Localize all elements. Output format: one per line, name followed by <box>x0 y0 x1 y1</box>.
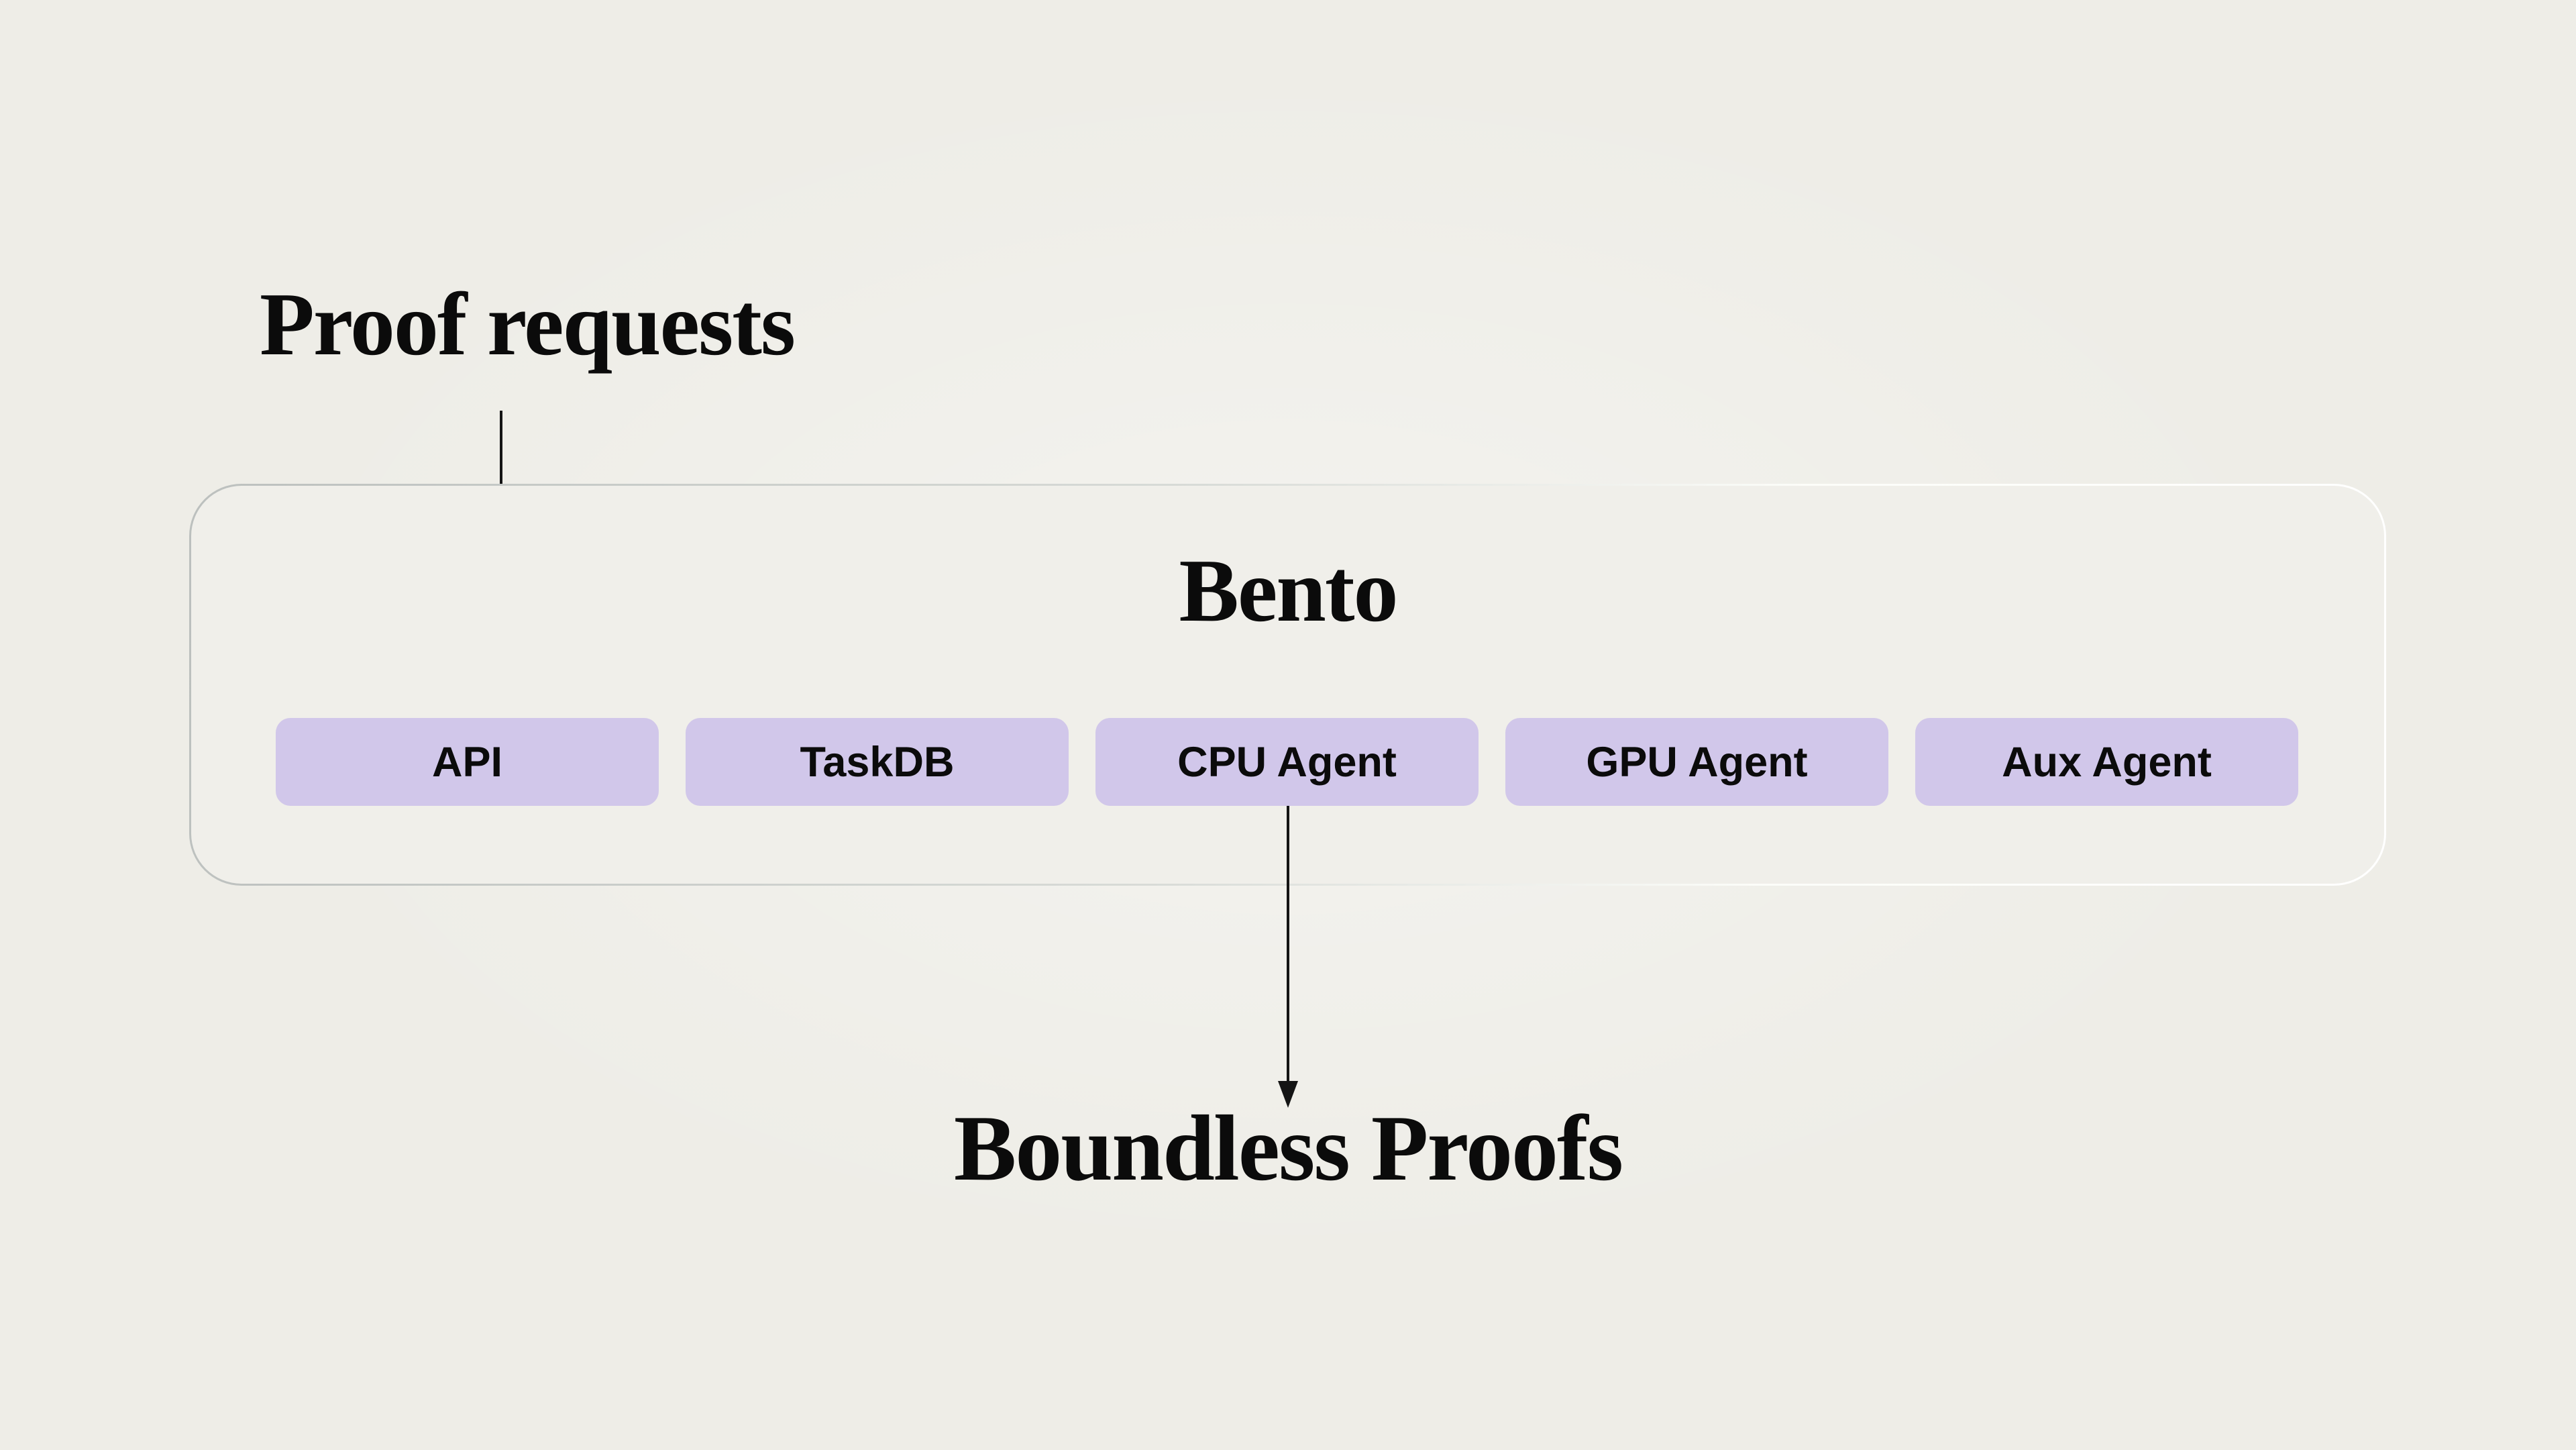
node-cpu-agent: CPU Agent <box>1095 718 1479 806</box>
bento-title: Bento <box>1179 541 1399 640</box>
node-api: API <box>276 718 659 806</box>
proof-requests-label: Proof requests <box>260 274 796 374</box>
arrow-shaft <box>1287 806 1289 1083</box>
boundless-proofs-label: Boundless Proofs <box>953 1096 1623 1200</box>
arrow-down-head-icon <box>1278 1081 1298 1108</box>
node-gpu-agent: GPU Agent <box>1505 718 1888 806</box>
node-taskdb: TaskDB <box>686 718 1069 806</box>
node-aux-agent: Aux Agent <box>1915 718 2298 806</box>
